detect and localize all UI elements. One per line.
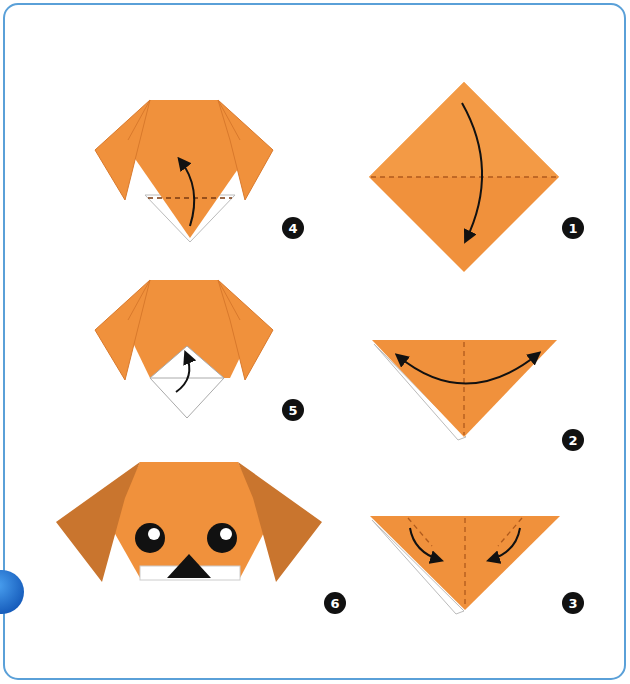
frame — [4, 4, 625, 679]
step-number: 3 — [568, 597, 577, 610]
step-number: 6 — [330, 597, 339, 610]
callout-number: 2 — [562, 429, 584, 451]
step-number: 5 — [288, 404, 297, 417]
callout-number: 6 — [324, 592, 346, 614]
step-number: 1 — [568, 222, 577, 235]
step-number: 4 — [288, 222, 297, 235]
callout-number: 5 — [282, 399, 304, 421]
step1-square — [369, 82, 559, 272]
step-number: 2 — [568, 434, 577, 447]
step6-dog — [56, 462, 322, 582]
blue-dot — [0, 570, 24, 614]
callout-number: 4 — [282, 217, 304, 239]
callout-number: 3 — [562, 592, 584, 614]
step3-triangle — [370, 516, 560, 614]
step5-head — [95, 280, 273, 418]
callout-number: 1 — [562, 217, 584, 239]
step2-triangle — [372, 340, 557, 440]
step4-head — [95, 100, 273, 242]
